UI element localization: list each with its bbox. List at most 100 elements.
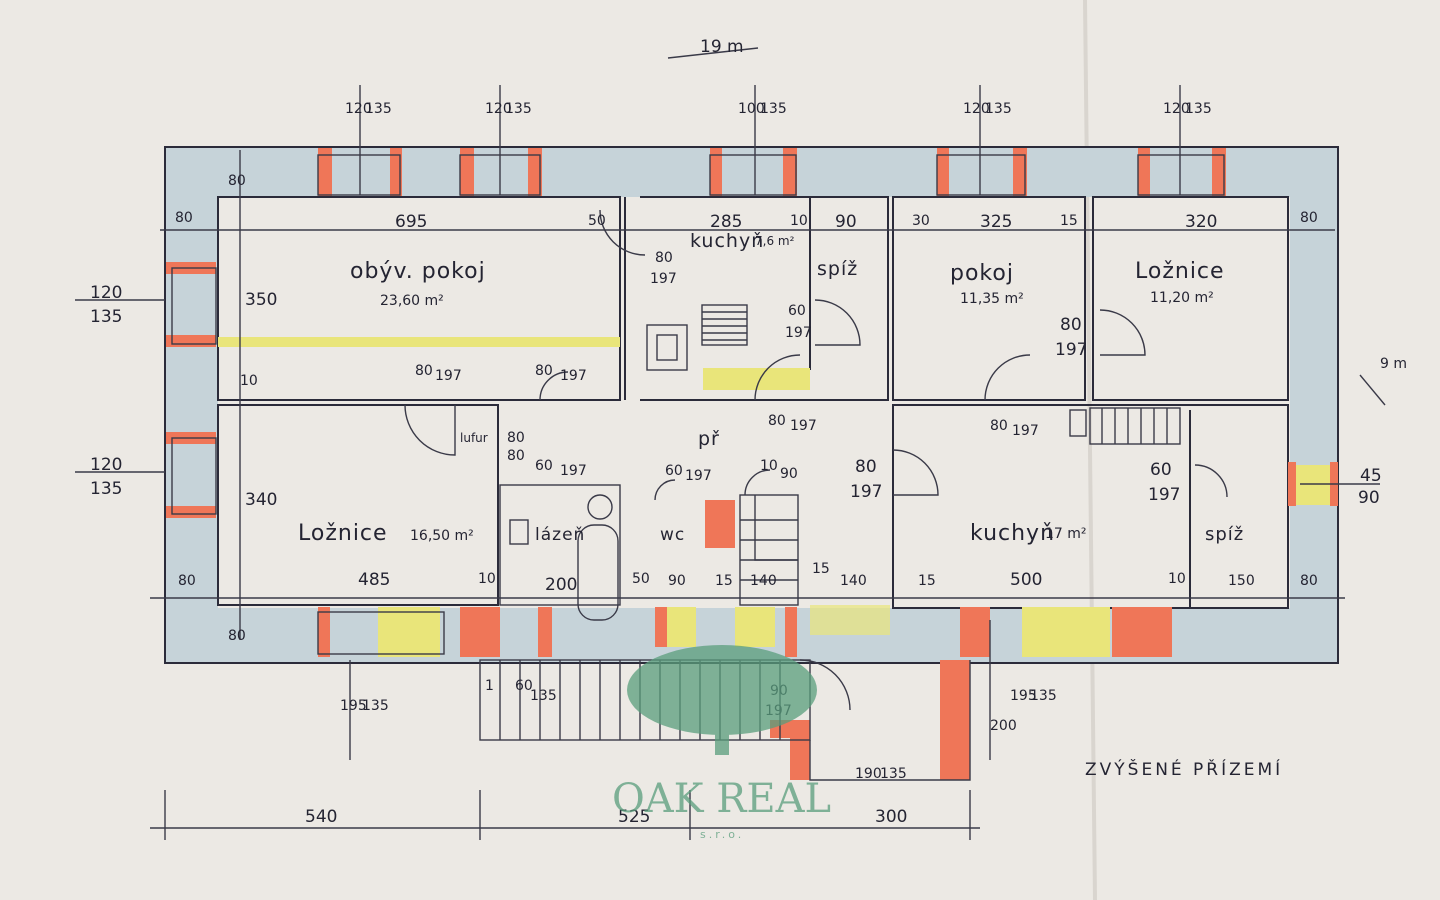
win-h-3: 135 <box>760 101 787 117</box>
dim-10-left: 10 <box>240 373 258 389</box>
door-h-1: 197 <box>435 368 462 384</box>
dim-15-b3: 15 <box>918 573 936 589</box>
room-name-loznice1: Ložnice <box>1135 259 1225 284</box>
win-h-1: 135 <box>365 101 392 117</box>
win-h-bottom-2: 135 <box>1030 688 1057 704</box>
dim-50-b: 50 <box>632 571 650 587</box>
dim-10-b2: 10 <box>1168 571 1186 587</box>
stairs-kitchen <box>646 304 748 371</box>
room-area-kuchyn2: 17 m² <box>1045 526 1087 542</box>
dim-80-tl: 80 <box>175 210 193 226</box>
window-frames <box>171 154 1225 655</box>
dim-320: 320 <box>1185 212 1217 232</box>
win-h-left-1: 135 <box>90 307 122 327</box>
room-name-lufur: lufur <box>460 431 488 445</box>
dim-10-top: 10 <box>790 213 808 229</box>
room-name-lazen: lázeň <box>535 525 585 545</box>
yellow-window-1 <box>378 607 440 657</box>
dim-340: 340 <box>245 490 277 510</box>
door-h-12: 197 <box>685 468 712 484</box>
yellow-window-4 <box>735 607 775 647</box>
yellow-sill <box>810 605 890 635</box>
yellow-window-5 <box>1290 465 1336 505</box>
win-h-2: 135 <box>505 101 532 117</box>
dim-stair-90: 90 <box>780 466 798 482</box>
dim-80-top-wall: 80 <box>228 173 246 189</box>
dim-stair-10: 10 <box>760 458 778 474</box>
step-mark: 1 <box>485 678 494 694</box>
dim-300: 300 <box>875 807 907 827</box>
dim-15-top: 15 <box>1060 213 1078 229</box>
room-area-loznice2: 16,50 m² <box>410 528 474 544</box>
dimension-lines <box>75 47 1386 840</box>
door-h-5: 197 <box>790 418 817 434</box>
win-w-left-2: 120 <box>90 455 122 475</box>
brick-marks <box>166 148 1338 780</box>
watermark-name: OAK REAL <box>612 776 831 822</box>
room-name-kuchyn2: kuchyň <box>970 521 1055 546</box>
win-w-1: 120 <box>345 101 372 117</box>
win-small-h: 90 <box>1358 488 1380 508</box>
kitchen-outline <box>640 196 889 401</box>
door-w-3: 80 <box>655 250 673 266</box>
win-h-left-2: 135 <box>90 479 122 499</box>
dim-90-b: 90 <box>668 573 686 589</box>
win-w-2: 120 <box>485 101 512 117</box>
dim-190-135: 135 <box>880 766 907 782</box>
dim-540: 540 <box>305 807 337 827</box>
win-h-4: 135 <box>985 101 1012 117</box>
dim-190: 190 <box>855 766 882 782</box>
dim-695: 695 <box>395 212 427 232</box>
room-name-obyv: obýv. pokoj <box>350 259 486 284</box>
win-h-bottom-1: 135 <box>362 698 389 714</box>
oak-tree-icon <box>627 645 817 755</box>
dim-285: 285 <box>710 212 742 232</box>
win-w-5: 120 <box>1163 101 1190 117</box>
pokoj-outline <box>892 196 1086 401</box>
dim-50: 50 <box>588 213 606 229</box>
door-w-1: 80 <box>415 363 433 379</box>
win-w-4: 120 <box>963 101 990 117</box>
yellow-kitchen <box>703 368 810 390</box>
door-w-8: 80 <box>855 457 877 477</box>
dim-500: 500 <box>1010 570 1042 590</box>
room-name-loznice2: Ložnice <box>298 521 388 546</box>
door-w-4: 60 <box>788 303 806 319</box>
kuchyn2-outline <box>892 404 1289 609</box>
stairs-hall <box>739 494 799 606</box>
yellow-band <box>218 337 620 347</box>
win-h-5: 135 <box>1185 101 1212 117</box>
entry-w: 60 <box>515 678 533 694</box>
door-h-11: 197 <box>560 463 587 479</box>
door-w-7: 80 <box>990 418 1008 434</box>
watermark-suffix: s.r.o. <box>700 828 744 841</box>
win-small-w: 45 <box>1360 466 1382 486</box>
scale-19m: 19 m <box>700 37 744 57</box>
dim-15-b1: 15 <box>715 573 733 589</box>
dim-80-br: 80 <box>1300 573 1318 589</box>
room-area-loznice1: 11,20 m² <box>1150 290 1214 306</box>
dim-10-b1: 10 <box>478 571 496 587</box>
room-area-pokoj: 11,35 m² <box>960 291 1024 307</box>
outer-wall <box>165 147 1338 663</box>
door-h-7: 197 <box>1012 423 1039 439</box>
dim-80-tr: 80 <box>1300 210 1318 226</box>
door-swings <box>404 209 1228 711</box>
floor-label: ZVÝŠENÉ PŘÍZEMÍ <box>1085 758 1283 780</box>
door-h-9: 197 <box>1148 485 1180 505</box>
door-h-10: 80 <box>507 448 525 464</box>
room-name-wc: wc <box>660 525 685 545</box>
outer-wall-line <box>164 146 1339 664</box>
win-w-3: 100 <box>738 101 765 117</box>
dim-90-top: 90 <box>835 212 857 232</box>
room-name-spiz2: spíž <box>1205 524 1244 545</box>
dimension-labels: 695 50 285 10 90 30 325 15 320 485 10 20… <box>90 37 1407 827</box>
dim-350: 350 <box>245 290 277 310</box>
win-w-left-1: 120 <box>90 283 122 303</box>
door-h-2: 197 <box>560 368 587 384</box>
room-name-spiz1: spíž <box>817 258 858 280</box>
yellow-window-2 <box>1022 607 1110 657</box>
room-name-kuchyn1: kuchyň <box>690 230 764 252</box>
scale-9m: 9 m <box>1380 356 1407 372</box>
